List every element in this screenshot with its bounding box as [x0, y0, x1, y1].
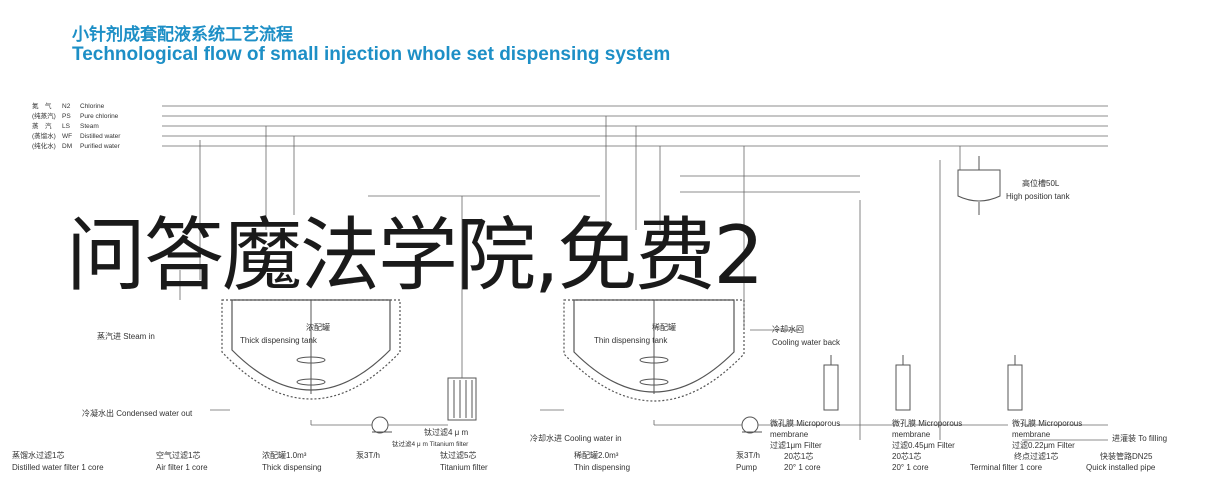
- micro2-core: 20芯1芯: [892, 451, 921, 461]
- thin-tank-label-en: Thin dispensing tank: [594, 336, 668, 345]
- thick-tank-label-en: Thick dispensing tank: [240, 336, 318, 345]
- terminal-filter-en: Terminal filter 1 core: [970, 463, 1043, 472]
- cooling-in-label: 冷却水进 Cooling water in: [530, 433, 622, 443]
- ti-filter-4um-label-en: 钛过滤4 μ m Titanium filter: [392, 439, 469, 448]
- legend-en-wf: Distilled water: [80, 133, 121, 140]
- legend-code-n2: N2: [62, 103, 71, 110]
- pump-2-en: Pump: [736, 463, 757, 472]
- legend-item-dm: (纯化水): [32, 141, 56, 150]
- air-filter-en: Air filter 1 core: [156, 463, 208, 472]
- high-tank-label-en: High position tank: [1006, 192, 1071, 201]
- legend-code-dm: DM: [62, 143, 72, 150]
- micro1-en: membrane: [770, 430, 809, 439]
- ti-filter-5-en: Titanium filter: [440, 463, 488, 472]
- distilled-filter-cn: 蒸馏水过滤1芯: [12, 450, 64, 460]
- pump-1-label: 泵3T/h: [356, 451, 380, 460]
- legend-en-n2: Chlorine: [80, 103, 105, 110]
- steam-in-label: 蒸汽进 Steam in: [97, 331, 155, 341]
- micro2-core-en: 20° 1 core: [892, 463, 929, 472]
- pump-1: [371, 416, 392, 434]
- legend-item-ls: 蒸 汽: [32, 121, 52, 130]
- legend-code-wf: WF: [62, 133, 72, 140]
- pump-2-cn: 泵3T/h: [736, 451, 760, 460]
- thick-disp-en: Thick dispensing: [262, 463, 322, 472]
- quick-pipe-cn: 快装管路DN25: [1100, 451, 1153, 461]
- cooling-back-label-cn: 冷却水回: [772, 324, 804, 334]
- legend-code-ps: PS: [62, 113, 71, 120]
- bottom-pipes: [210, 329, 1108, 441]
- micro1-filter: 过滤1μm Filter: [770, 440, 822, 450]
- micro1-cn: 微孔膜 Microporous: [770, 418, 840, 428]
- thick-disp-cn: 浓配罐1.0m³: [262, 450, 307, 460]
- legend-item-ps: (纯蒸汽): [32, 111, 56, 120]
- utility-lines: [162, 105, 1108, 147]
- legend: 氮 气 N2 Chlorine (纯蒸汽) PS Pure chlorine 蒸…: [32, 101, 121, 150]
- cooling-back-label-en: Cooling water back: [772, 338, 841, 347]
- micro3-filter: 过滤0.22μm Filter: [1012, 440, 1075, 450]
- legend-en-ls: Steam: [80, 123, 99, 130]
- air-filter-cn: 空气过滤1芯: [156, 450, 200, 460]
- page-title-chinese: 小针剂成套配液系统工艺流程: [72, 25, 293, 45]
- thin-tank-label-cn: 稀配罐: [652, 322, 676, 332]
- microporous-filters: [823, 355, 1023, 411]
- ti-filter-5-cn: 钛过滤5芯: [440, 450, 476, 460]
- high-tank-label-cn: 高位槽50L: [1022, 178, 1060, 188]
- thick-tank-label-cn: 浓配罐: [306, 322, 330, 332]
- terminal-filter-cn: 终点过滤1芯: [1014, 451, 1058, 461]
- micro3-cn: 微孔膜 Microporous: [1012, 418, 1082, 428]
- micro2-en: membrane: [892, 430, 931, 439]
- micro2-cn: 微孔膜 Microporous: [892, 418, 962, 428]
- page-title-english: Technological flow of small injection wh…: [72, 44, 671, 65]
- to-filling-label: 进灌装 To filling: [1112, 433, 1167, 443]
- high-position-tank: 高位槽50L High position tank: [957, 156, 1071, 215]
- legend-en-ps: Pure chlorine: [80, 113, 119, 120]
- micro1-core: 20芯1芯: [784, 451, 813, 461]
- titanium-filter: [447, 196, 477, 421]
- legend-item-wf: (蒸馏水): [32, 131, 56, 140]
- legend-en-dm: Purified water: [80, 143, 121, 150]
- legend-item-n2: 氮 气: [32, 101, 52, 110]
- thin-dispensing-tank: 稀配罐 Thin dispensing tank: [563, 299, 745, 402]
- ti-filter-4um-label: 钛过滤4 μ m: [424, 427, 469, 437]
- legend-code-ls: LS: [62, 123, 71, 130]
- thin-disp-en: Thin dispensing: [574, 463, 630, 472]
- condensed-out-label: 冷凝水出 Condensed water out: [82, 408, 193, 418]
- overlay-watermark-text: 问答魔法学院,免费2: [66, 209, 764, 302]
- distilled-filter-en: Distilled water filter 1 core: [12, 463, 104, 472]
- micro2-filter: 过滤0.45μm Filter: [892, 440, 955, 450]
- quick-pipe-en: Quick installed pipe: [1086, 463, 1156, 472]
- thick-dispensing-tank: 浓配罐 Thick dispensing tank: [221, 299, 401, 400]
- drop-pipes: [179, 116, 961, 440]
- micro1-core-en: 20° 1 core: [784, 463, 821, 472]
- thin-disp-cn: 稀配罐2.0m³: [574, 450, 619, 460]
- micro3-en: membrane: [1012, 430, 1051, 439]
